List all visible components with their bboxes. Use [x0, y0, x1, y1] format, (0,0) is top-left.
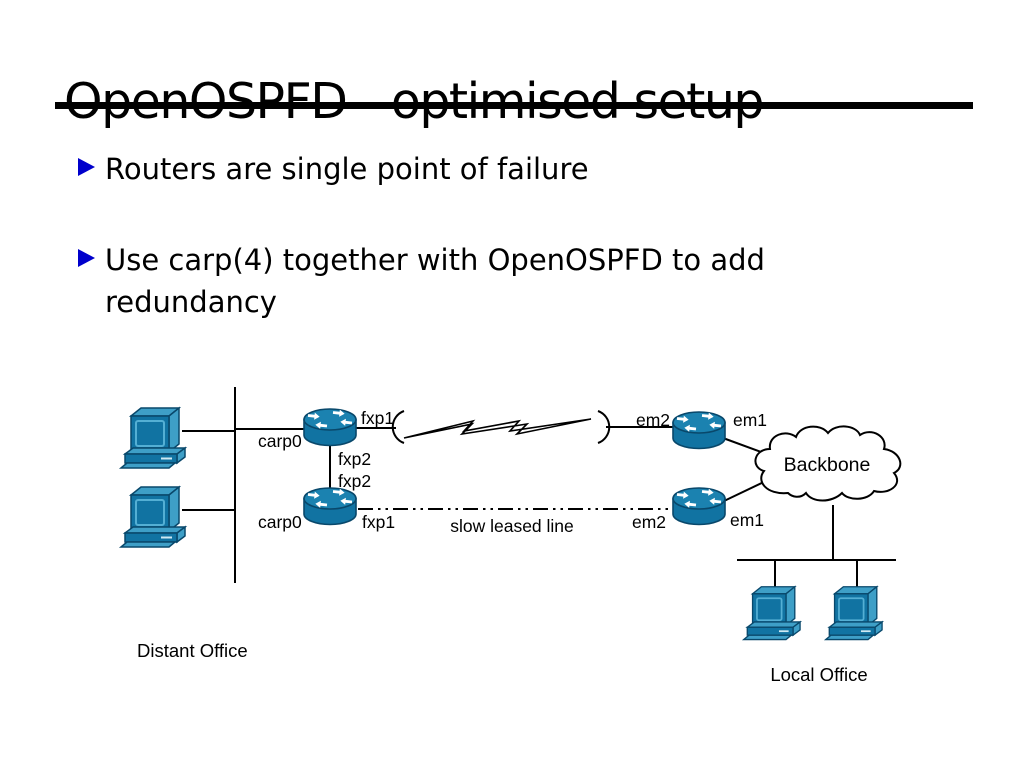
desktop-computer-icon [824, 585, 883, 641]
router-icon [303, 408, 357, 447]
interface-label: em2 [632, 512, 666, 532]
bullet-text: Routers are single point of failure [105, 152, 589, 186]
interface-label: em2 [636, 410, 670, 430]
triangle-right-icon [78, 158, 95, 176]
lightning-bolt-icon [403, 418, 592, 439]
local-office-label: Local Office [770, 664, 867, 685]
connection-line [722, 437, 765, 454]
interface-label: em1 [733, 410, 767, 430]
router-icon [303, 487, 357, 526]
desktop-computer-icon [120, 407, 186, 469]
interface-label: fxp2 [338, 471, 371, 491]
interface-label: em1 [730, 510, 764, 530]
interface-label: carp0 [258, 431, 302, 451]
bullet-item: Routers are single point of failure [78, 149, 890, 191]
page-title: OpenOSPFD - optimised setup [64, 73, 765, 130]
interface-label: fxp1 [362, 512, 395, 532]
router-icon [672, 487, 726, 526]
cloud-label: Backbone [784, 454, 871, 476]
distant-office-label: Distant Office [137, 640, 248, 661]
title-underline [55, 102, 973, 109]
interface-label: fxp2 [338, 449, 371, 469]
triangle-right-icon [78, 249, 95, 267]
desktop-computer-icon [742, 585, 801, 641]
bullet-text: Use carp(4) together with OpenOSPFD to a… [105, 243, 765, 319]
slow-line-label: slow leased line [450, 516, 574, 536]
interface-label: fxp1 [361, 408, 394, 428]
desktop-computer-icon [120, 486, 186, 548]
interface-label: carp0 [258, 512, 302, 532]
network-cloud-icon [754, 425, 902, 502]
router-icon [672, 411, 726, 450]
bullet-item: Use carp(4) together with OpenOSPFD to a… [78, 240, 890, 324]
wan-arc-left [391, 410, 405, 444]
